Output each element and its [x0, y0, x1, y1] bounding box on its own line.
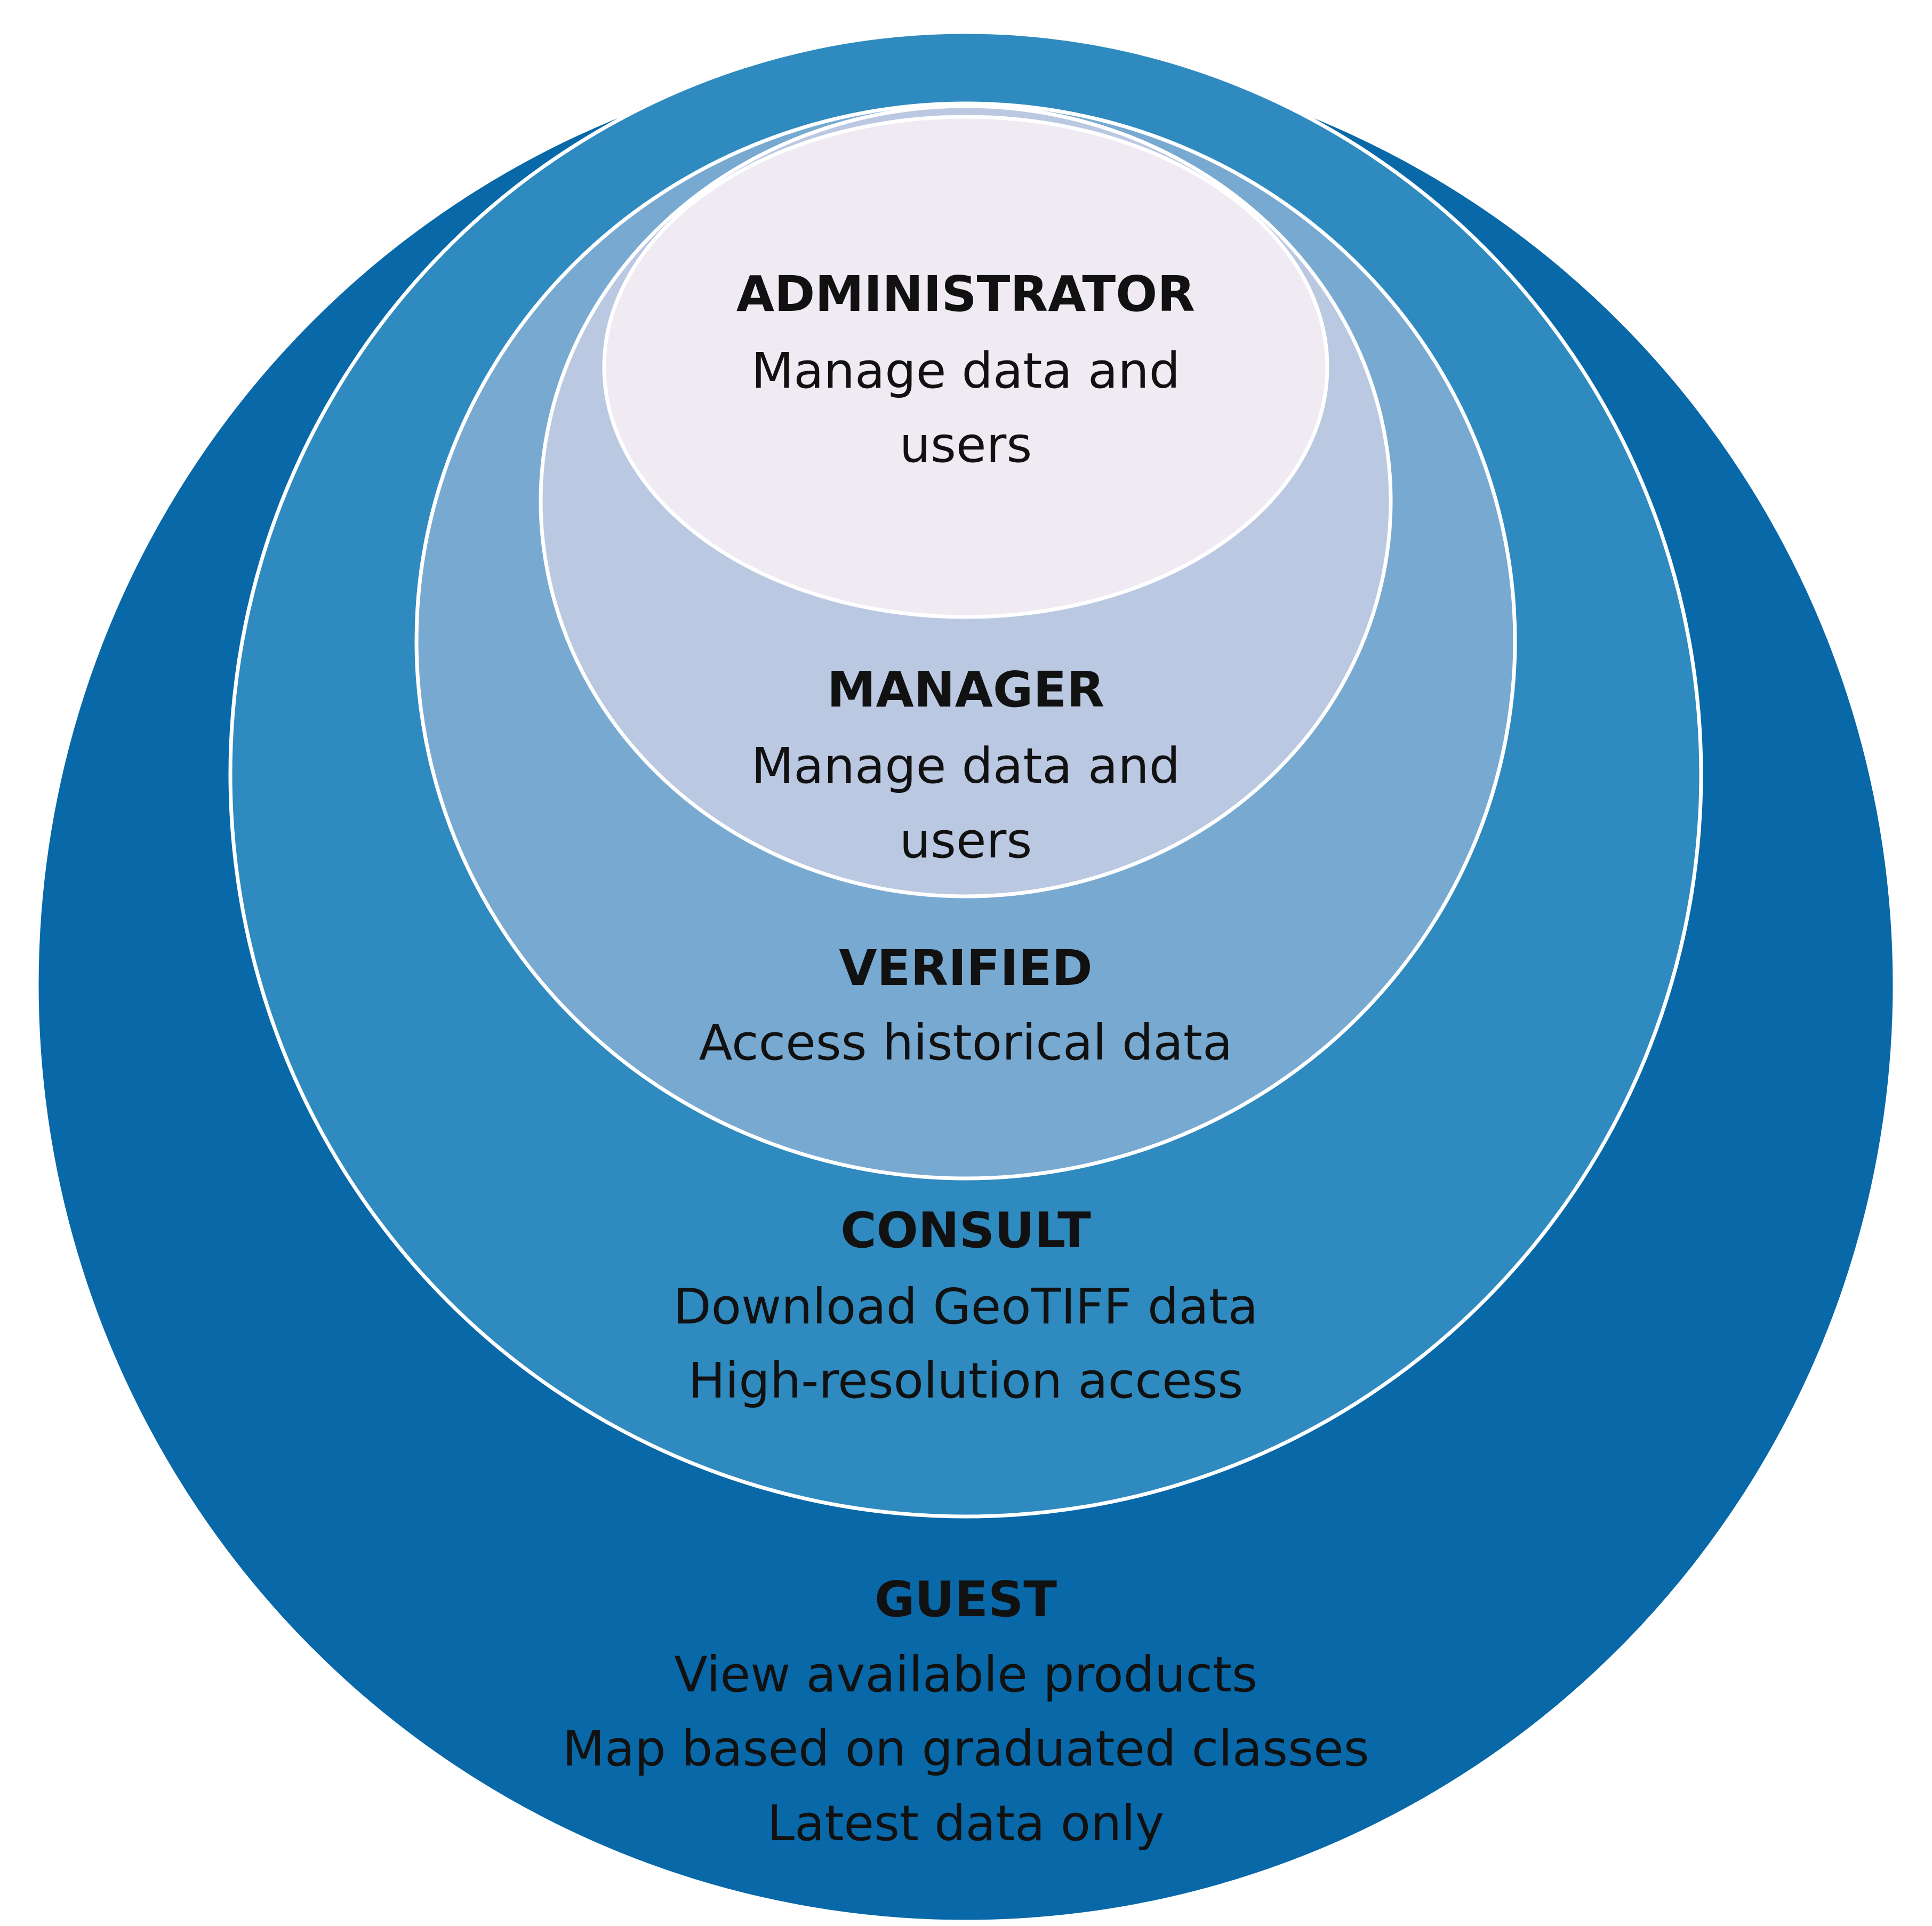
administrator-desc-line-2: users — [900, 416, 1032, 474]
consult-desc-line-1: Download GeoTIFF data — [674, 1278, 1258, 1335]
manager-desc-line-1: Manage data and — [751, 737, 1180, 795]
manager-title: MANAGER — [827, 661, 1104, 718]
guest-desc-line-2: Map based on graduated classes — [562, 1720, 1369, 1777]
consult-title: CONSULT — [840, 1202, 1091, 1259]
guest-title: GUEST — [875, 1571, 1057, 1628]
verified-desc-line-1: Access historical data — [699, 1014, 1233, 1071]
guest-desc-line-1: View available products — [674, 1646, 1257, 1703]
verified-title: VERIFIED — [839, 940, 1092, 997]
administrator-desc-line-1: Manage data and — [751, 342, 1180, 399]
administrator-title: ADMINISTRATOR — [736, 266, 1195, 323]
consult-desc-line-2: High-resolution access — [688, 1352, 1244, 1409]
manager-desc-line-2: users — [900, 812, 1032, 869]
administrator-layer — [602, 115, 1329, 619]
guest-desc-line-3: Latest data only — [767, 1795, 1165, 1852]
